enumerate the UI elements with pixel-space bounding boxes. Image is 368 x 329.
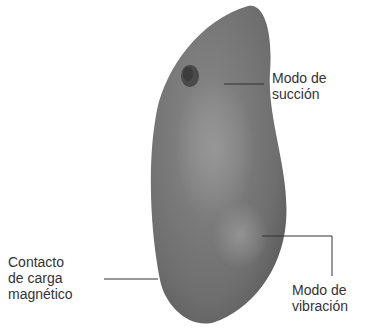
- part-label: Contacto de carga magnético: [8, 254, 80, 302]
- device-bulge: [212, 201, 268, 269]
- leader-line: [224, 84, 264, 85]
- leader-line: [262, 236, 332, 276]
- device-body: [151, 6, 287, 324]
- part-label: Modo de succión: [272, 70, 344, 102]
- suction-opening: [181, 65, 199, 87]
- leader-line: [104, 279, 158, 280]
- device-highlight: [175, 80, 255, 220]
- suction-opening-inner: [183, 67, 193, 81]
- part-label: Modo de vibración: [292, 282, 364, 314]
